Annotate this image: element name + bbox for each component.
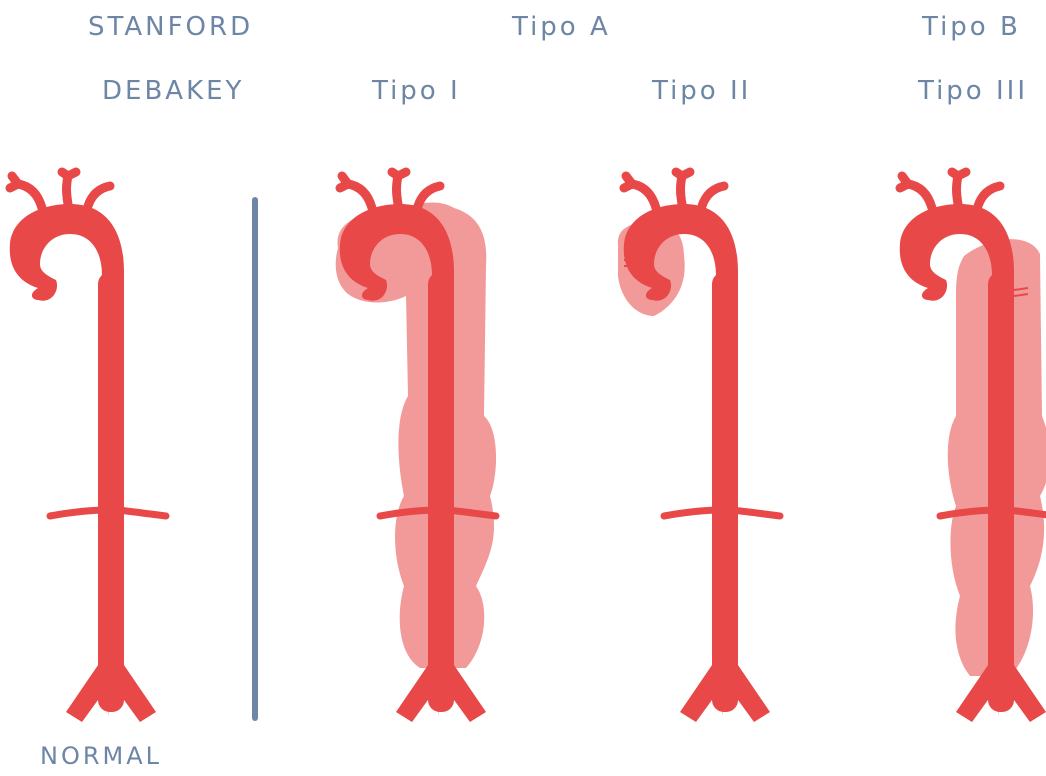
aorta-tipo-3: [900, 172, 1046, 722]
aorta-tipo-1: [336, 172, 496, 722]
aorta-normal: [10, 172, 166, 722]
aorta-tipo-2: [618, 172, 780, 722]
